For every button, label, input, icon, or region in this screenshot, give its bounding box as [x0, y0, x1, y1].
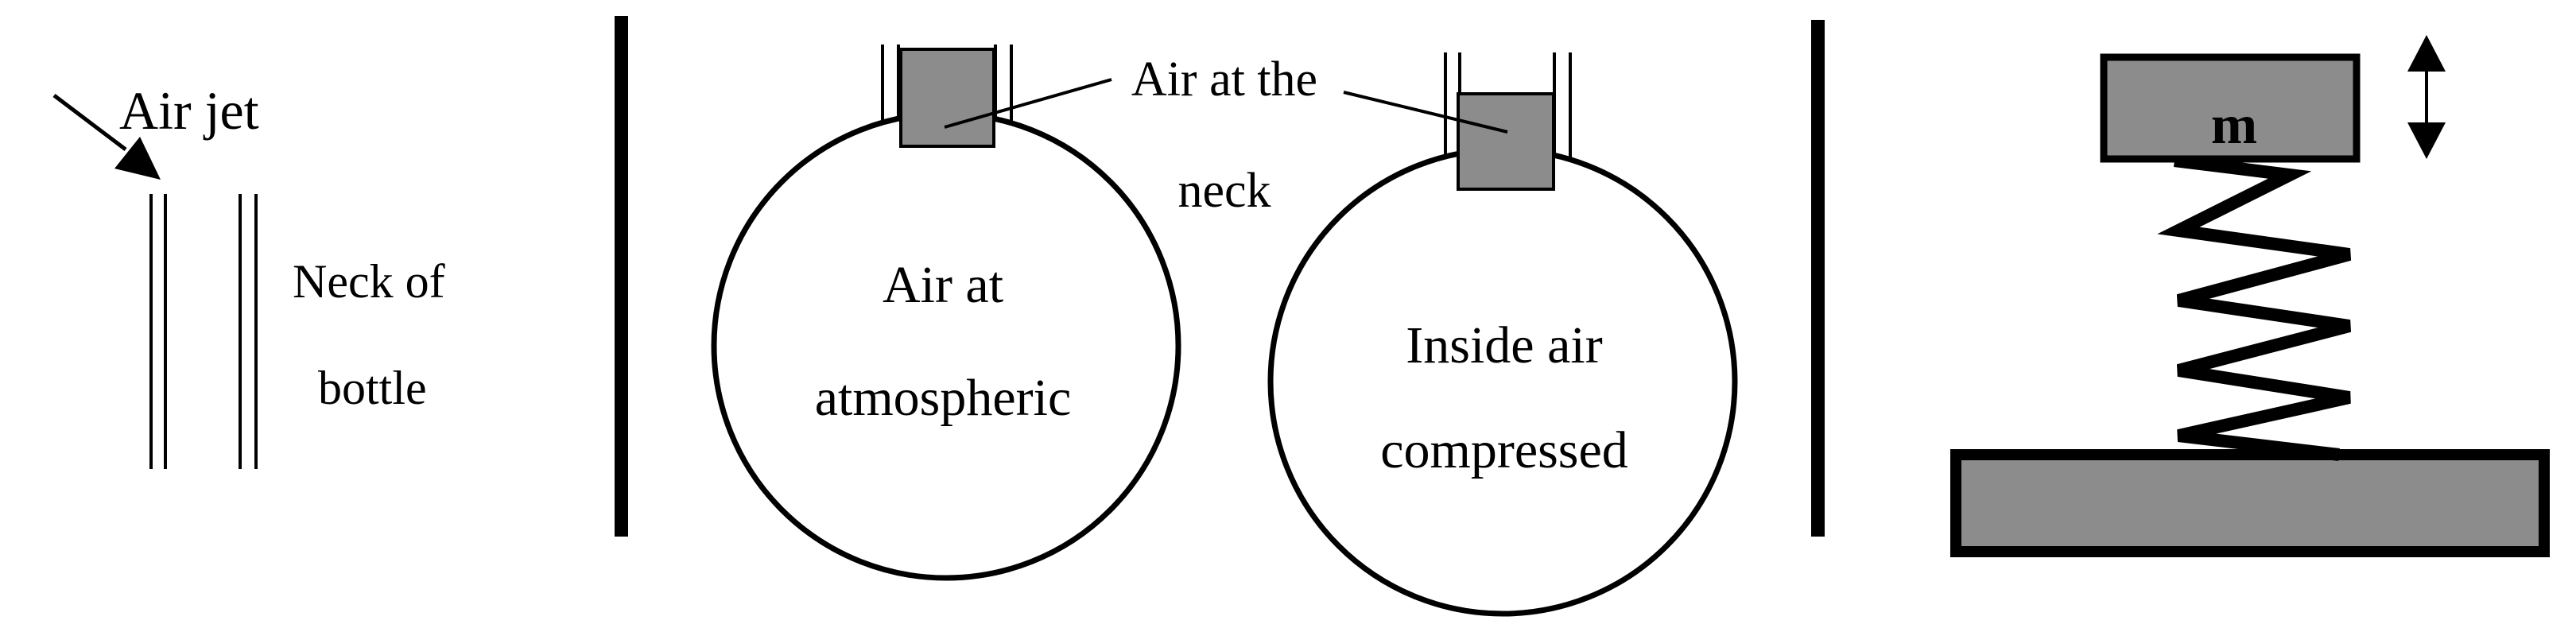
panel-air-jet: Air jet Neck of bottle [52, 80, 445, 469]
bottle1-line2: atmospheric [815, 369, 1072, 427]
bottle2-line1: Inside air [1406, 316, 1602, 374]
bottle-label: bottle [318, 362, 427, 414]
air-at-the-neck-label: Air at the [1131, 52, 1317, 107]
divider-left [615, 16, 628, 537]
air-jet-label: Air jet [119, 80, 259, 141]
spring-base [1950, 449, 2550, 557]
mass-label: m [2211, 95, 2257, 156]
leader-line-1 [944, 78, 1112, 129]
panel-bottles: Air at atmospheric Inside air compressed… [711, 45, 1738, 617]
spring [2157, 154, 2352, 461]
neck-label: neck [1177, 164, 1271, 218]
bottle1-line1: Air at [883, 256, 1003, 314]
neck-air-plug-1 [899, 48, 995, 148]
arrow-icon [114, 137, 161, 180]
neck-of-label: Neck of [293, 255, 445, 308]
leader-line-2 [1343, 91, 1508, 134]
bottle-neck-lines [149, 194, 258, 469]
divider-right [1811, 20, 1825, 537]
double-arrow-icon [2407, 35, 2446, 159]
mass-block [2100, 53, 2361, 163]
bottle2-line2: compressed [1380, 421, 1628, 479]
neck-air-plug-2 [1457, 92, 1555, 191]
bottle-compressed [1267, 146, 1738, 617]
bottle-atmospheric [711, 110, 1181, 581]
air-jet-arrow-shaft [52, 94, 127, 151]
panel-mass-spring: m [1950, 35, 2550, 557]
